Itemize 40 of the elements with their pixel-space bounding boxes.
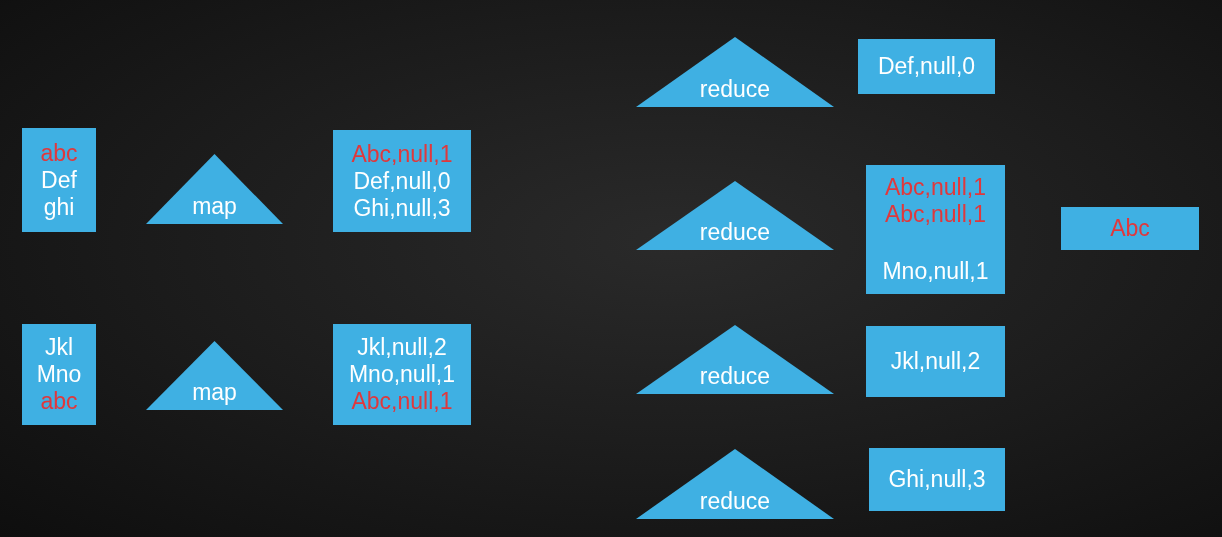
triangle-label: map (192, 193, 237, 220)
record-box (866, 326, 1005, 397)
triangle-label: map (192, 379, 237, 406)
record-text: abc (40, 139, 78, 167)
record-box (333, 324, 471, 425)
triangle-shape (146, 154, 283, 224)
record-text: Mno,null,1 (882, 258, 989, 285)
record-text: Mno,null,1 (348, 361, 456, 388)
record-text: Def,null,0 (877, 53, 976, 80)
record-text: Mno (36, 361, 82, 388)
triangle-shape (146, 341, 283, 410)
record-text: Def (41, 166, 77, 194)
triangle-shape (636, 325, 834, 394)
record-text: Jkl,null,2 (357, 334, 447, 361)
record-text: Jkl,null,2 (890, 348, 981, 375)
triangle-shape (636, 37, 834, 107)
record-text: Ghi,null,3 (353, 194, 451, 222)
record-text: Def,null,0 (353, 167, 451, 195)
record-text: abc (40, 388, 78, 415)
triangle-label: reduce (699, 76, 771, 103)
record-text: Abc,null,1 (885, 174, 986, 201)
triangle-label: reduce (699, 488, 771, 515)
triangle-shape (636, 449, 834, 519)
record-text: Jkl (44, 334, 74, 361)
record-text: Abc (1110, 215, 1150, 242)
record-box (866, 165, 1005, 294)
record-box (333, 130, 471, 232)
record-box (869, 448, 1005, 511)
record-text: Ghi,null,3 (888, 466, 986, 493)
record-box (1061, 207, 1199, 250)
record-box (22, 324, 96, 425)
record-box (22, 128, 96, 232)
triangle-label: reduce (699, 219, 771, 246)
triangle-label: reduce (699, 363, 771, 390)
record-box (858, 39, 995, 94)
record-text: Abc,null,1 (351, 388, 453, 415)
record-text: Abc,null,1 (351, 140, 453, 168)
triangle-shape (636, 181, 834, 250)
record-text: Abc,null,1 (885, 201, 986, 228)
record-text: ghi (43, 193, 75, 221)
